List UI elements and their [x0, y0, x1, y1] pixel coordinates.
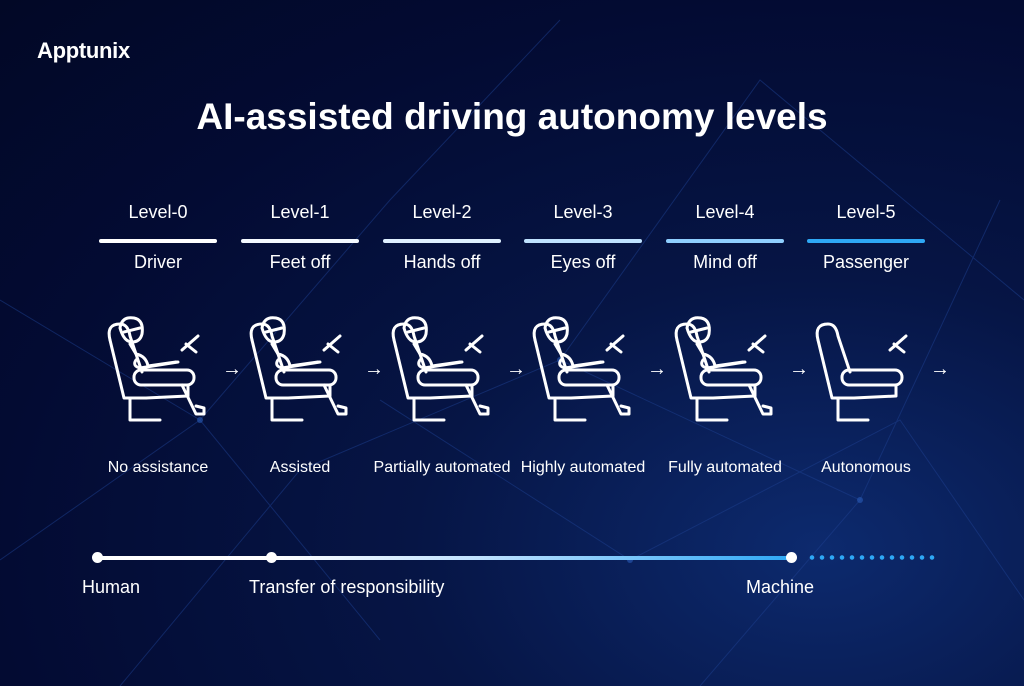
timeline-human-segment: [98, 556, 272, 560]
empty-seat-icon: [804, 310, 924, 425]
timeline-label-machine: Machine: [746, 577, 815, 597]
level-caption: Assisted: [269, 459, 331, 476]
level-role: Mind off: [693, 252, 757, 272]
level-role: Eyes off: [550, 252, 616, 272]
seated-person-icon: [380, 310, 500, 425]
timeline-label-human: Human: [82, 577, 141, 597]
level-caption: Highly automated: [520, 459, 646, 476]
seated-person-icon: [96, 310, 216, 425]
level-bar: [99, 239, 217, 243]
timeline-label-transfer: Transfer of responsibility: [249, 577, 445, 597]
level-label: Level-5: [836, 202, 896, 222]
seated-person-icon: [521, 310, 641, 425]
level-bar: [383, 239, 501, 243]
timeline-node-transfer: [266, 552, 277, 563]
arrow-icon: →: [364, 358, 384, 380]
level-label: Level-3: [553, 202, 613, 222]
page-title: AI-assisted driving autonomy levels: [196, 96, 828, 137]
level-bar: [666, 239, 784, 243]
arrow-icon: →: [789, 358, 809, 380]
level-label: Level-0: [128, 202, 188, 222]
level-role: Hands off: [403, 252, 481, 272]
level-caption: Fully automated: [668, 459, 782, 476]
level-bar: [524, 239, 642, 243]
timeline-node-human: [92, 552, 103, 563]
seated-person-icon: [663, 310, 783, 425]
level-label: Level-2: [412, 202, 472, 222]
level-bar: [807, 239, 925, 243]
seated-person-icon: [238, 310, 358, 425]
timeline-dotted-extension: [807, 555, 935, 560]
arrow-icon: →: [506, 358, 526, 380]
level-role: Driver: [134, 252, 182, 272]
arrow-icon: →: [930, 358, 950, 380]
apptunix-logo: Apptunix: [37, 38, 130, 63]
level-label: Level-4: [695, 202, 755, 222]
level-caption: Partially automated: [373, 459, 511, 476]
level-bar: [241, 239, 359, 243]
arrow-icon: →: [222, 358, 242, 380]
timeline-node-machine: [786, 552, 797, 563]
arrow-icon: →: [647, 358, 667, 380]
level-caption: No assistance: [107, 459, 209, 476]
level-label: Level-1: [270, 202, 330, 222]
timeline-transfer-segment: [272, 556, 792, 560]
level-role: Feet off: [269, 252, 331, 272]
level-role: Passenger: [822, 252, 910, 272]
level-caption: Autonomous: [821, 459, 911, 476]
